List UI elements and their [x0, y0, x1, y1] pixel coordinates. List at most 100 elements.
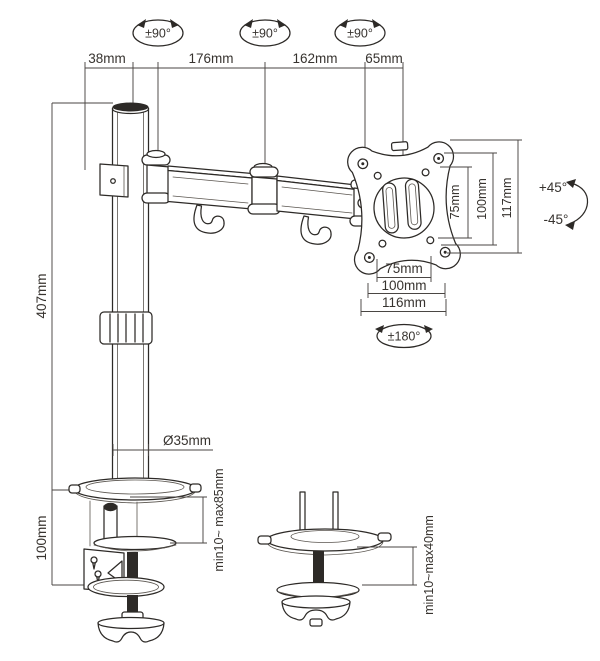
clamp-screw-rod-lower — [127, 595, 138, 614]
label-dim-38mm: 38mm — [88, 51, 126, 66]
left-plate-face — [99, 163, 129, 198]
label-rotation-joint3: ±90° — [347, 27, 373, 41]
vesa-center-ring — [373, 177, 435, 239]
rotation-symbol-joint2 — [239, 19, 291, 47]
vesa-slot-right — [404, 178, 422, 230]
rotation-ellipse-icon — [334, 19, 386, 47]
vesa-vertical-dimensions — [438, 139, 522, 254]
joint1-column — [146, 164, 171, 196]
clamp-upper-pad — [93, 535, 177, 551]
label-dim-65mm: 65mm — [365, 51, 403, 66]
clamp-range-dimension — [130, 496, 207, 544]
rotation-symbol-joint3 — [334, 19, 386, 47]
tilt-arrow-down-icon — [565, 221, 575, 230]
top-dimension-lines — [84, 62, 404, 170]
rotation-arrow-right-icon — [170, 19, 179, 28]
joint2-cap-bottom — [247, 203, 281, 215]
label-tilt-down: -45° — [544, 212, 569, 227]
label-vesa-h100: 100mm — [381, 278, 426, 293]
vesa-hole-100-tl — [357, 158, 369, 170]
clamp-guide-pin-cap — [103, 502, 118, 512]
vesa-hole-dot — [437, 156, 441, 160]
label-clamp-range: min10~ max85mm — [212, 468, 226, 571]
pole-cap — [112, 102, 149, 112]
clamp-keyhole-1 — [90, 556, 98, 564]
label-vesa-v75: 75mm — [448, 185, 462, 220]
rotation-ellipse-icon — [132, 19, 184, 47]
grommet-knob-rim — [281, 595, 351, 609]
rotation-arrow-left-icon — [137, 19, 146, 28]
rotation-arrow-left-icon — [339, 19, 348, 28]
vesa-hole-dot — [367, 256, 371, 260]
vesa-hole-100-tr — [433, 153, 445, 164]
vesa-hole-75-br — [426, 236, 435, 245]
rotation-arrow-right-icon — [372, 19, 381, 28]
vesa-hole-100-br — [439, 246, 451, 258]
clamp-screw-rod-upper — [127, 552, 138, 580]
rotation-arrow-right-icon — [424, 325, 433, 333]
tilt-symbol — [565, 179, 589, 230]
clamp-upper-pad-rim — [93, 544, 177, 552]
label-rotation-joint1: ±90° — [145, 27, 171, 41]
vesa-slot-right-inner — [408, 183, 419, 226]
grommet-tab-left — [257, 535, 272, 545]
grommet-top-disc — [266, 528, 384, 552]
clamp-keyhole-2 — [94, 570, 102, 578]
rotation-arrow-left-icon — [244, 19, 253, 28]
arm-left-plate — [99, 163, 129, 198]
label-dim-162mm: 162mm — [292, 51, 337, 66]
label-dim-100mm-base: 100mm — [34, 515, 49, 560]
arm-segment1-groove — [172, 176, 249, 185]
cable-hook-1 — [193, 204, 225, 234]
clamp-knob-rim — [97, 616, 165, 630]
grommet-rod — [313, 551, 324, 586]
tilt-arc-icon — [569, 182, 589, 225]
grommet-range-dimension — [357, 546, 417, 586]
label-vesa-h75: 75mm — [385, 261, 423, 276]
rotation-ellipse-icon — [239, 19, 291, 47]
vesa-plate-outline — [347, 141, 461, 275]
label-dia-35mm: Ø35mm — [163, 433, 211, 448]
grommet-top-disc-inner — [290, 530, 360, 543]
height-adjust-collar — [99, 311, 153, 345]
grommet-top-disc-rim — [266, 541, 384, 556]
base-disc-rim — [73, 489, 197, 504]
grommet-base — [257, 491, 392, 627]
base-disc-inner — [85, 479, 185, 495]
vesa-horizontal-dimensions — [360, 256, 447, 316]
grommet-tab-right — [377, 532, 392, 542]
pole-diameter-dimension — [112, 444, 213, 456]
vesa-hole-100-bl — [363, 252, 375, 263]
base-disc-tab-left — [68, 484, 81, 494]
pole-cap-rim — [111, 108, 150, 115]
clamp-keyhole-1-slot — [92, 561, 96, 570]
label-dim-176mm: 176mm — [188, 51, 233, 66]
joint1-cap-bottom — [141, 192, 171, 204]
vesa-hole-75-tr — [421, 168, 430, 177]
articulating-arm — [141, 149, 376, 245]
label-rotation-vesa: ±180° — [388, 330, 421, 344]
vesa-top-tab — [390, 141, 409, 152]
label-vesa-v117: 117mm — [500, 178, 514, 219]
vesa-slot-left-inner — [385, 187, 396, 229]
label-vesa-h116: 116mm — [382, 295, 426, 310]
vesa-hole-dot — [443, 250, 447, 254]
arm-segment1-groove — [172, 195, 249, 204]
grommet-pin-right — [332, 491, 339, 535]
label-grommet-range: min10~max40mm — [422, 515, 436, 615]
rotation-arrow-right-icon — [277, 19, 286, 28]
label-rotation-joint2: ±90° — [252, 27, 278, 41]
label-dim-407mm: 407mm — [34, 273, 49, 318]
grommet-lower-disc — [276, 581, 360, 599]
rotation-symbol-joint1 — [132, 19, 184, 47]
vesa-plate — [347, 141, 461, 275]
clamp-base — [68, 477, 202, 643]
rotation-ellipse-icon — [376, 323, 432, 349]
label-tilt-up: +45° — [539, 180, 567, 195]
clamp-lower-arm-ring-inner — [93, 579, 159, 595]
base-disc-tab-right — [189, 483, 202, 493]
vesa-slot-left — [382, 182, 399, 234]
grommet-pin-left — [299, 491, 306, 533]
arm-segment2-groove — [281, 205, 353, 214]
